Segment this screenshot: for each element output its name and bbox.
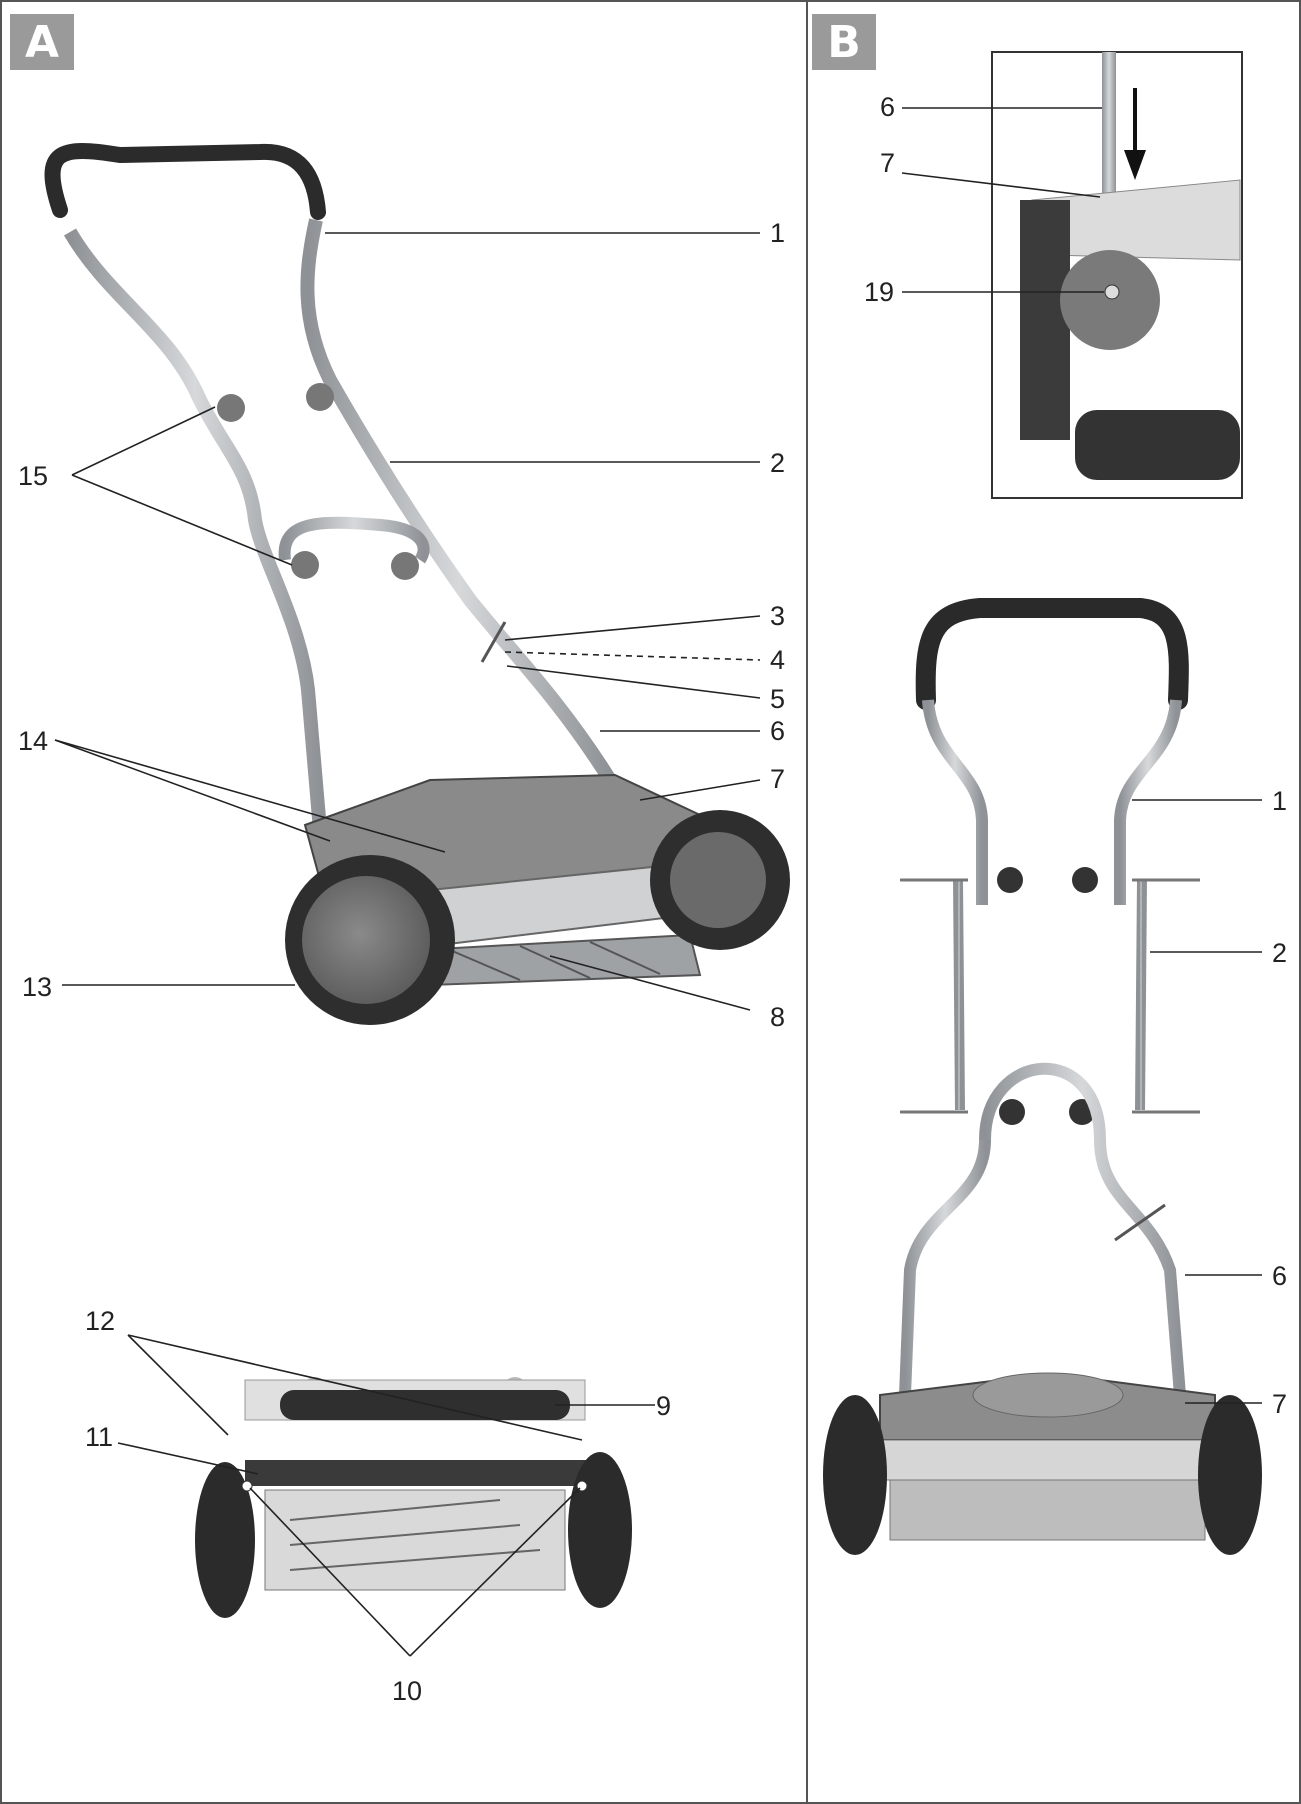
assembly-diagram <box>823 598 1262 1555</box>
bolt-set <box>900 878 1200 1114</box>
upper-tube-left <box>922 699 988 905</box>
callout-b-7-lower: 7 <box>1272 1389 1287 1419</box>
wheel-left <box>195 1462 255 1618</box>
wheel-left <box>823 1395 887 1555</box>
grass-bag-clip <box>1114 1203 1166 1242</box>
wheel-right <box>568 1452 632 1608</box>
callout-11: 11 <box>85 1422 113 1452</box>
frame-loop <box>278 516 430 564</box>
panel-a-badge: A <box>10 14 74 70</box>
leader-lines <box>54 107 1262 1657</box>
frame-tube-left <box>63 228 327 831</box>
knob-icon <box>391 552 419 580</box>
wheel-right <box>1198 1395 1262 1555</box>
callout-15: 15 <box>18 461 48 491</box>
callout-6: 6 <box>770 716 785 746</box>
callout-b-1: 1 <box>1272 786 1287 816</box>
callout-b-19: 19 <box>864 277 894 307</box>
panel-b-badge: B <box>812 14 876 70</box>
roller <box>280 1390 570 1420</box>
mower-front-plate <box>879 1439 1216 1481</box>
handle-grip <box>44 142 326 220</box>
callout-3: 3 <box>770 601 785 631</box>
callout-1: 1 <box>770 218 785 248</box>
upper-tube-right <box>1114 699 1182 905</box>
callout-5: 5 <box>770 684 785 714</box>
callout-4: 4 <box>770 645 785 675</box>
down-arrow-icon <box>1124 88 1146 180</box>
callout-8: 8 <box>770 1002 785 1032</box>
lower-tube-left <box>899 1139 991 1396</box>
middle-tube-right <box>1135 879 1147 1111</box>
detail-inset-photo <box>1020 52 1241 480</box>
lower-tube-right <box>979 1062 1186 1396</box>
callout-7: 7 <box>770 764 785 794</box>
callout-12: 12 <box>85 1306 115 1336</box>
callout-9: 9 <box>656 1391 671 1421</box>
screw-icon <box>1104 284 1120 300</box>
callout-10: 10 <box>392 1676 422 1706</box>
cutting-cylinder <box>889 1479 1206 1541</box>
callout-b-2: 2 <box>1272 938 1287 968</box>
callout-b-6: 6 <box>880 92 895 122</box>
grass-bag-clip <box>480 621 507 663</box>
frame-tube-right <box>300 218 616 784</box>
callout-b-7: 7 <box>880 148 895 178</box>
mower-side-view <box>44 142 790 1025</box>
cutter-bar <box>245 1460 590 1486</box>
handle-grip <box>915 598 1189 710</box>
mower-front-view <box>195 1377 632 1618</box>
middle-tube-left <box>953 879 965 1111</box>
knob-icon <box>1072 867 1098 893</box>
blade-housing <box>264 1489 566 1591</box>
panel-b <box>806 0 1301 1804</box>
callout-labels: 1 2 3 4 5 6 7 8 9 10 11 12 13 14 15 6 7 … <box>18 92 1287 1706</box>
knob-icon <box>291 551 319 579</box>
knob-icon <box>997 867 1023 893</box>
callout-2: 2 <box>770 448 785 478</box>
knob-icon <box>306 383 334 411</box>
blade-lines <box>449 941 661 981</box>
callout-14: 14 <box>18 726 48 756</box>
callout-b-6-lower: 6 <box>1272 1261 1287 1291</box>
knob-icon <box>217 394 245 422</box>
knob-icon <box>999 1099 1025 1125</box>
callout-13: 13 <box>22 972 52 1002</box>
